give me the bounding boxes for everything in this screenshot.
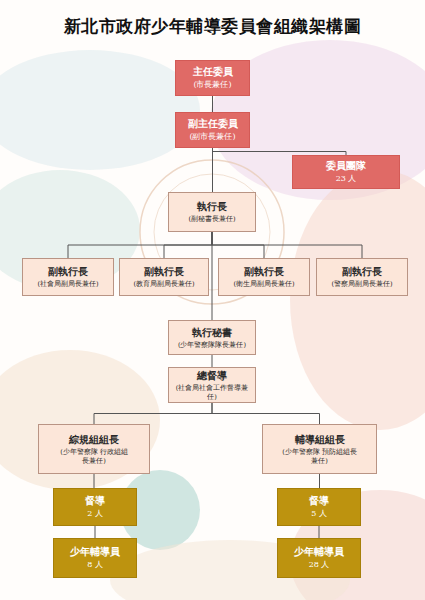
leader-box: 委員團隊 23 人	[292, 155, 400, 189]
connector-line	[95, 526, 96, 538]
box-heading: 副執行長	[342, 265, 382, 278]
office-box: 綜規組組長 (少年警察隊 行政組組長兼任)	[38, 424, 150, 474]
box-heading: 總督導	[197, 369, 227, 382]
staff-box: 督導 5 人	[277, 488, 361, 526]
connector-line	[319, 526, 320, 538]
box-note: (社會局社會工作督導兼任)	[171, 384, 253, 402]
box-heading: 少年輔導員	[294, 545, 344, 558]
box-heading: 委員團隊	[326, 159, 366, 172]
staff-box: 少年輔導員 8 人	[53, 538, 137, 578]
leader-box: 副主任委員 (副市長兼任)	[175, 112, 250, 148]
office-box: 執行長 (副秘書長兼任)	[168, 192, 256, 232]
connector-line	[212, 355, 213, 367]
box-heading: 執行秘書	[192, 326, 232, 339]
box-heading: 綜規組組長	[69, 433, 119, 446]
chart-title: 新北市政府少年輔導委員會組織架構圖	[0, 16, 425, 38]
box-heading: 主任委員	[193, 65, 233, 78]
office-box: 副執行長 (警察局副局長兼任)	[316, 258, 408, 296]
box-heading: 副執行長	[48, 265, 88, 278]
box-heading: 副主任委員	[188, 117, 238, 130]
connector-line	[319, 474, 320, 488]
box-note: (副秘書長兼任)	[188, 215, 235, 224]
staff-box: 少年輔導員 28 人	[277, 538, 361, 578]
connector-line	[164, 232, 212, 258]
office-box: 執行秘書 (少年警察隊隊長兼任)	[168, 320, 256, 355]
box-note: (副市長兼任)	[189, 132, 235, 143]
office-box: 總督導 (社會局社會工作督導兼任)	[168, 367, 256, 403]
box-note: 28 人	[309, 560, 330, 571]
pastel-blob	[0, 50, 200, 170]
box-heading: 督導	[309, 494, 329, 507]
office-box: 輔導組組長 (少年警察隊 預防組組長兼任)	[262, 424, 377, 474]
box-note: 5 人	[311, 509, 327, 520]
pastel-blob	[290, 170, 425, 430]
connector-line	[212, 96, 213, 112]
box-heading: 執行長	[197, 200, 227, 213]
office-box: 副執行長 (社會局副局長兼任)	[22, 258, 114, 296]
box-heading: 督導	[85, 494, 105, 507]
box-note: (教育局副局長兼任)	[133, 280, 194, 289]
connector-line	[212, 148, 213, 192]
box-note: 2 人	[87, 509, 103, 520]
connector-line	[212, 403, 320, 424]
box-note: (少年警察隊 預防組組長兼任)	[281, 448, 358, 466]
box-note: (警察局副局長兼任)	[331, 280, 392, 289]
box-heading: 輔導組組長	[295, 433, 345, 446]
box-note: (少年警察隊隊長兼任)	[178, 341, 246, 350]
box-note: (社會局副局長兼任)	[37, 280, 98, 289]
staff-box: 督導 2 人	[53, 488, 137, 526]
box-heading: 副執行長	[144, 265, 184, 278]
connector-line	[68, 232, 212, 258]
box-note: (市長兼任)	[193, 80, 231, 91]
connector-line	[94, 474, 95, 488]
box-note: 8 人	[87, 560, 103, 571]
box-note: (少年警察隊 行政組組長兼任)	[57, 448, 131, 466]
box-note: 23 人	[336, 174, 357, 185]
box-heading: 副執行長	[244, 265, 284, 278]
box-note: (衛生局副局長兼任)	[233, 280, 294, 289]
connector-line	[94, 403, 212, 424]
pastel-blob	[0, 350, 160, 490]
leader-box: 主任委員 (市長兼任)	[175, 60, 250, 96]
office-box: 副執行長 (衛生局副局長兼任)	[218, 258, 310, 296]
connector-line	[212, 232, 213, 320]
connector-line	[213, 148, 347, 155]
office-box: 副執行長 (教育局副局長兼任)	[119, 258, 209, 296]
box-heading: 少年輔導員	[70, 545, 120, 558]
connector-line	[212, 232, 362, 258]
